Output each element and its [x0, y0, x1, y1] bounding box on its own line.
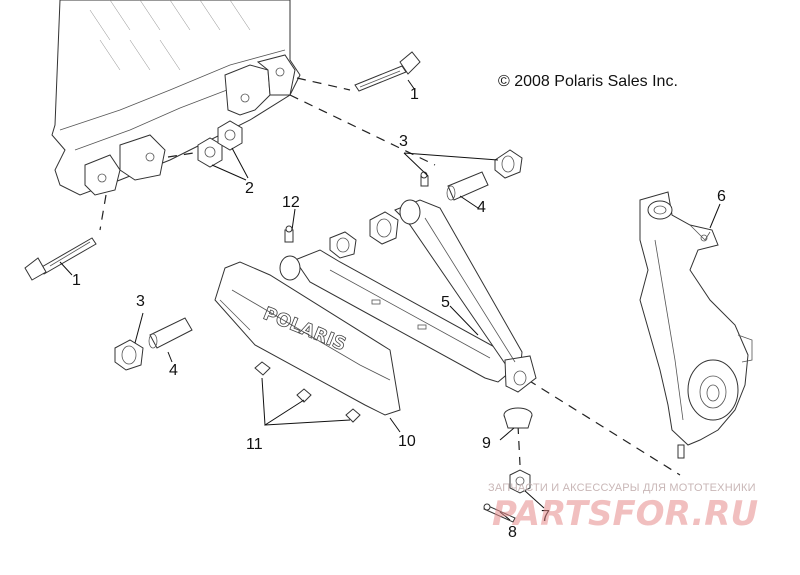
callout-4-upper: 4	[477, 199, 486, 216]
callout-4-lower: 4	[169, 362, 178, 379]
sleeve-lower-left	[148, 317, 193, 349]
bolt-lower	[24, 237, 97, 281]
guard-screws	[254, 361, 361, 423]
watermark-logo: PARTSFOR.RU	[492, 494, 758, 533]
callout-3-lower: 3	[136, 293, 145, 310]
callout-12: 12	[282, 194, 300, 211]
callout-1-upper: 1	[410, 86, 419, 103]
callout-3-upper: 3	[399, 133, 408, 150]
callout-9: 9	[482, 435, 491, 452]
bushing-lower-left	[114, 339, 144, 371]
castle-nut	[509, 469, 531, 494]
callout-11: 11	[246, 436, 263, 453]
bushing-center	[329, 231, 357, 259]
ball-joint-cap	[503, 407, 533, 429]
bushing-upper-right	[494, 149, 523, 179]
bushing-mid	[369, 211, 399, 245]
leader-lines	[59, 79, 721, 521]
grease-fitting-upper	[420, 171, 429, 187]
frame-section	[51, 0, 301, 196]
callout-1-lower: 1	[72, 272, 81, 289]
bolt-upper	[354, 51, 421, 92]
sleeve-upper-right	[446, 171, 489, 201]
copyright-notice: © 2008 Polaris Sales Inc.	[498, 73, 678, 90]
callout-2: 2	[245, 180, 254, 197]
callout-10: 10	[398, 433, 416, 450]
grease-fitting-left	[284, 225, 294, 243]
callout-7: 7	[541, 508, 550, 525]
callout-8: 8	[508, 524, 517, 541]
callout-6: 6	[717, 188, 726, 205]
nut-pair	[197, 120, 243, 168]
watermark-tagline: ЗАПЧАСТИ И АКСЕССУАРЫ ДЛЯ МОТОТЕХНИКИ	[488, 482, 756, 494]
callout-numbers: 1 1 2 3 3 4 4 5 6 7 8 9 10 11 12	[72, 86, 726, 541]
callout-5: 5	[441, 294, 450, 311]
watermark-logo-text: PARTSFOR.RU	[492, 494, 758, 533]
steering-knuckle	[639, 191, 753, 459]
a-arm	[279, 199, 537, 393]
